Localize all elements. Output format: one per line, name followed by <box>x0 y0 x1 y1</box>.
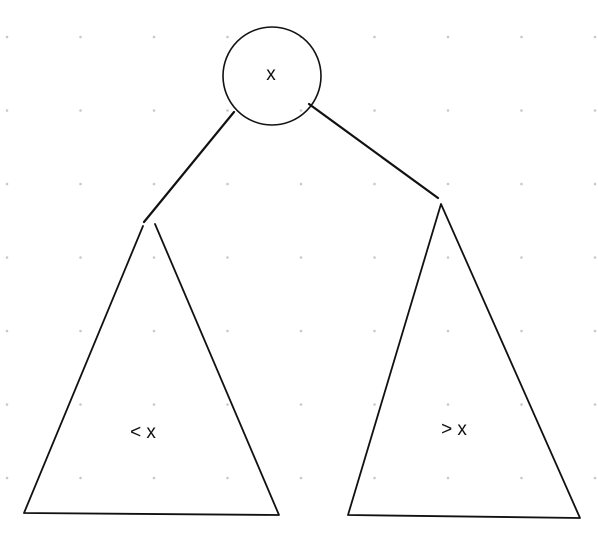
root-node-circle <box>222 26 322 126</box>
grid-dot <box>520 109 523 112</box>
grid-dot <box>373 403 376 406</box>
grid-dot <box>446 109 450 112</box>
grid-dot <box>299 476 303 480</box>
grid-dot <box>5 35 9 39</box>
dot-grid-background <box>5 35 597 480</box>
grid-dot <box>520 476 523 480</box>
grid-dot <box>79 35 82 39</box>
grid-dot <box>446 256 450 259</box>
grid-dot <box>226 476 229 480</box>
grid-dot <box>79 256 82 259</box>
grid-dot <box>5 109 9 112</box>
grid-dot <box>593 35 597 39</box>
grid-dot <box>152 35 156 39</box>
grid-dot <box>226 35 229 39</box>
grid-dot <box>446 182 450 186</box>
grid-dot <box>299 329 303 333</box>
grid-dot <box>593 329 597 333</box>
grid-dot <box>520 182 523 186</box>
grid-dot <box>446 403 450 406</box>
grid-dot <box>593 403 597 406</box>
grid-dot <box>152 182 156 186</box>
grid-dot <box>79 403 82 406</box>
left-subtree: < x <box>23 223 280 516</box>
grid-dot <box>446 35 450 39</box>
right-subtree-label: > x <box>441 419 467 440</box>
grid-dot <box>5 256 9 259</box>
grid-dot <box>79 109 82 112</box>
grid-dot <box>373 476 376 480</box>
grid-dot <box>520 256 523 259</box>
grid-dot <box>446 329 450 333</box>
grid-dot <box>373 256 376 259</box>
grid-dot <box>152 403 156 406</box>
grid-dot <box>593 256 597 259</box>
grid-dot <box>593 109 597 112</box>
grid-dot <box>152 329 156 333</box>
grid-dot <box>593 182 597 186</box>
grid-dot <box>373 182 376 186</box>
root-node-label: x <box>266 64 276 85</box>
right-edge <box>307 102 440 200</box>
grid-dot <box>520 35 523 39</box>
root-node: x <box>222 26 322 126</box>
grid-dot <box>5 476 9 480</box>
grid-dot <box>520 329 523 333</box>
grid-dot <box>226 256 229 259</box>
right-subtree: > x <box>347 203 581 519</box>
grid-dot <box>5 182 9 186</box>
grid-dot <box>226 329 229 333</box>
left-subtree-outline <box>23 223 280 516</box>
grid-dot <box>299 403 303 406</box>
grid-dot <box>226 182 229 186</box>
grid-dot <box>373 35 376 39</box>
grid-dot <box>299 109 303 112</box>
grid-dot <box>299 182 303 186</box>
grid-dot <box>152 109 156 112</box>
grid-dot <box>226 109 229 112</box>
left-subtree-label: < x <box>130 422 156 443</box>
grid-dot <box>79 182 82 186</box>
grid-dot <box>5 403 9 406</box>
grid-dot <box>79 329 82 333</box>
grid-dot <box>152 256 156 259</box>
grid-dot <box>373 109 376 112</box>
grid-dot <box>520 403 523 406</box>
grid-dot <box>593 476 597 480</box>
grid-dot <box>152 476 156 480</box>
grid-dot <box>226 403 229 406</box>
right-subtree-outline <box>347 203 581 519</box>
grid-dot <box>5 329 9 333</box>
grid-dot <box>446 476 450 480</box>
grid-dot <box>79 476 82 480</box>
left-edge <box>142 110 236 224</box>
grid-dot <box>299 256 303 259</box>
grid-dot <box>373 329 376 333</box>
